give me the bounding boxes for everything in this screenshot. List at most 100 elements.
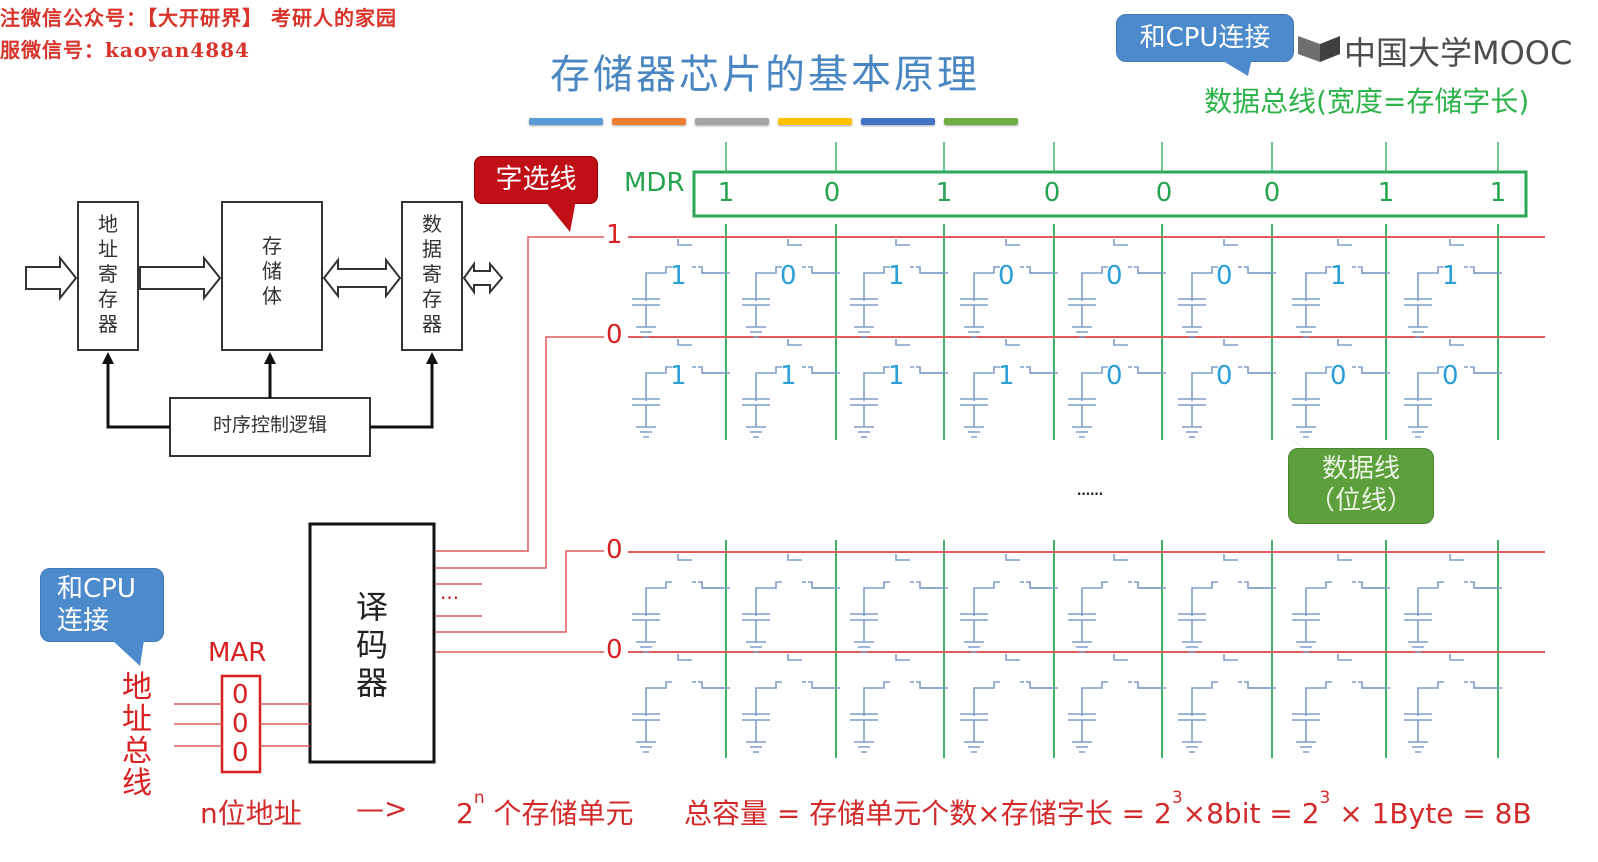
input-arrow-icon <box>25 255 78 301</box>
memory-cell <box>1292 339 1390 438</box>
cpu-connect-callout-top: 和CPU连接 <box>1116 14 1294 62</box>
memory-cell <box>960 339 1058 438</box>
title-color-bar <box>529 118 603 125</box>
mdr-bit: 1 <box>935 178 953 208</box>
callout-tail-top <box>1218 58 1252 76</box>
word-line-select-value: 0 <box>604 635 625 665</box>
storage-body-label: 存储体 <box>262 234 282 308</box>
word-line-route-1 <box>436 336 606 569</box>
memory-cell <box>1178 339 1276 438</box>
mdr-bit: 0 <box>1263 178 1281 208</box>
memory-cell <box>632 654 730 753</box>
data-register-label: 数据寄存器 <box>422 212 442 336</box>
memory-cell <box>1292 554 1390 653</box>
cells-exponent: n <box>473 788 485 808</box>
cpu-connect-callout-left-line1: 和CPU <box>57 574 136 604</box>
memory-cell <box>1068 554 1166 653</box>
word-line-select-value: 0 <box>604 320 625 350</box>
memory-cell <box>1404 654 1502 753</box>
cpu-connect-callout-left: 和CPU 连接 <box>40 568 164 642</box>
capacity-prefix: 总容量 = 存储单元个数×存储字长 = 2 <box>684 797 1172 830</box>
memory-cell <box>632 239 730 338</box>
word-line-select-value: 0 <box>604 535 625 565</box>
mar-bit: 0 <box>232 709 249 739</box>
memory-cell <box>1292 654 1390 753</box>
total-capacity-formula: 总容量 = 存储单元个数×存储字长 = 23×8bit = 23 × 1Byte… <box>684 788 1532 832</box>
decoder-box <box>308 522 436 764</box>
storage-data-bidir-arrow-icon <box>322 257 402 299</box>
memory-cell <box>850 339 948 438</box>
data-line-callout-line1: 数据线 <box>1321 454 1400 484</box>
memory-cell <box>632 554 730 653</box>
cell-bit-value: 0 <box>1106 361 1123 391</box>
page-title: 存储器芯片的基本原理 <box>550 52 980 98</box>
word-line-route-0 <box>436 236 604 552</box>
mdr-bit: 1 <box>1489 178 1507 208</box>
memory-cell <box>1068 654 1166 753</box>
cell-bit-value: 0 <box>1442 361 1459 391</box>
address-bus-label: 地址总线 <box>122 670 152 801</box>
memory-cell <box>1068 239 1166 338</box>
data-bus-label: 数据总线(宽度=存储字长) <box>1204 85 1530 118</box>
cell-bit-value: 1 <box>1330 261 1347 291</box>
cell-bit-value: 1 <box>1442 261 1459 291</box>
cell-bit-value: 1 <box>888 361 905 391</box>
watermark-line-2: 服微信号：kaoyan4884 <box>0 38 250 62</box>
title-color-bar <box>695 118 769 125</box>
memory-cell <box>1404 554 1502 653</box>
capacity-exponent-2: 3 <box>1319 788 1331 808</box>
formula-arrow: —> <box>356 792 408 825</box>
memory-cell <box>742 554 840 653</box>
mdr-bit: 0 <box>1155 178 1173 208</box>
memory-cell <box>960 554 1058 653</box>
mdr-bit: 0 <box>1043 178 1061 208</box>
data-line-callout-line2: （位线） <box>1308 486 1413 516</box>
cpu-connect-callout-left-line2: 连接 <box>57 606 110 636</box>
cell-bit-value: 0 <box>780 261 797 291</box>
storage-cell-count-text: 2n 个存储单元 <box>456 788 634 832</box>
memory-cell <box>850 654 948 753</box>
mar-bit: 0 <box>232 680 249 710</box>
word-line-route-2 <box>436 550 606 633</box>
cpu-connect-callout-left-tail <box>112 640 144 666</box>
mdr-label: MDR <box>624 168 685 198</box>
memory-cell <box>742 239 840 338</box>
cells-text: 个存储单元 <box>484 797 634 830</box>
memory-cell <box>1068 339 1166 438</box>
mdr-bit: 0 <box>823 178 841 208</box>
cell-bit-value: 1 <box>670 261 687 291</box>
storage-body-box <box>221 201 323 351</box>
cell-bit-value: 0 <box>1106 261 1123 291</box>
memory-cell <box>1178 554 1276 653</box>
cell-bit-value: 1 <box>888 261 905 291</box>
cell-bit-value: 1 <box>670 361 687 391</box>
cell-bit-value: 0 <box>1216 261 1233 291</box>
capacity-mid: ×8bit = 2 <box>1182 797 1320 830</box>
memory-cell <box>1178 654 1276 753</box>
decoder-label: 译码器 <box>355 588 388 702</box>
data-line-callout: 数据线 （位线） <box>1288 448 1434 524</box>
memory-cell <box>1178 239 1276 338</box>
address-register-box <box>77 201 139 351</box>
title-color-bar <box>612 118 686 125</box>
mar-label: MAR <box>208 638 267 668</box>
memory-cell <box>850 239 948 338</box>
title-color-bar <box>778 118 852 125</box>
memory-cell <box>1404 239 1502 338</box>
cell-bit-value: 0 <box>1216 361 1233 391</box>
memory-cell <box>850 554 948 653</box>
more-rows-ellipsis: ······ <box>1076 482 1104 506</box>
cell-bit-value: 1 <box>998 361 1015 391</box>
decoder-output-dots: ··· <box>440 586 460 610</box>
n-bit-address-text: n位地址 <box>200 797 302 830</box>
title-color-bar <box>944 118 1018 125</box>
mooc-logo-icon <box>1298 30 1340 66</box>
address-register-label: 地址寄存器 <box>98 212 118 336</box>
mdr-box <box>692 170 1528 218</box>
word-line-callout-tail <box>544 200 576 232</box>
data-register-box <box>401 201 463 351</box>
watermark-line-1: 注微信公众号：【大开研界】 考研人的家园 <box>0 6 397 30</box>
cells-base: 2 <box>456 797 474 830</box>
cpu-connect-callout-top-text: 和CPU连接 <box>1139 23 1271 53</box>
memory-cell <box>742 339 840 438</box>
